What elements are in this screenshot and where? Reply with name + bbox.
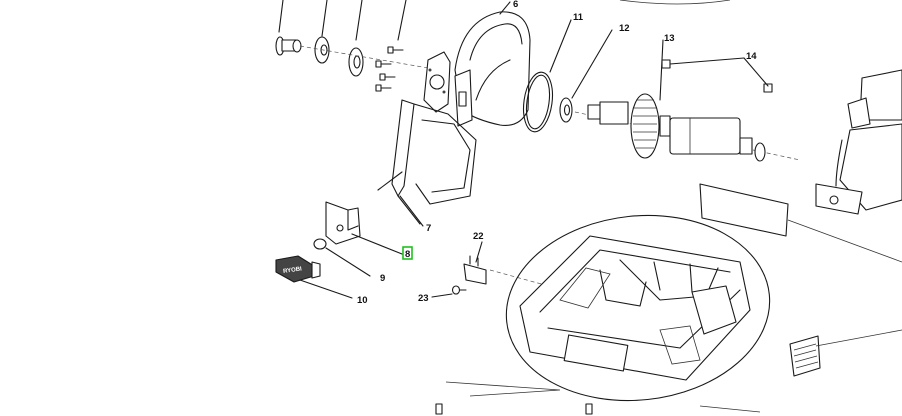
callout-12: 12 xyxy=(619,23,630,34)
label-plate xyxy=(699,183,902,263)
callout-14: 14 xyxy=(746,51,757,62)
brand-knob: RYOBI xyxy=(275,255,353,299)
callout-22: 22 xyxy=(473,231,484,242)
carbon-brushes xyxy=(661,57,773,93)
gear-plate xyxy=(423,51,451,113)
part9-washer xyxy=(313,238,371,277)
callout-10: 10 xyxy=(357,295,368,306)
washer-stack xyxy=(275,0,441,77)
callout-8-highlight xyxy=(402,246,413,260)
motor-housing xyxy=(505,214,771,402)
o-ring xyxy=(522,19,572,133)
small-washer xyxy=(559,29,613,123)
armature xyxy=(574,39,801,162)
callout-13: 13 xyxy=(664,33,675,44)
lock-block xyxy=(325,201,403,255)
callout-8: 8 xyxy=(405,249,410,260)
housing-outline-top xyxy=(619,0,731,5)
callout-7: 7 xyxy=(426,223,431,234)
brand-badge-text: RYOBI xyxy=(283,266,303,275)
wire-bracket xyxy=(377,99,477,227)
callout-11: 11 xyxy=(573,12,584,23)
callout-6: 6 xyxy=(513,0,518,10)
bottom-screws xyxy=(435,381,761,415)
callout-23: 23 xyxy=(418,293,429,304)
vent-grille xyxy=(789,329,902,377)
blade-guard xyxy=(454,1,531,127)
handle-assembly xyxy=(815,69,902,215)
screw-group xyxy=(375,46,404,92)
callout-9: 9 xyxy=(380,273,385,284)
